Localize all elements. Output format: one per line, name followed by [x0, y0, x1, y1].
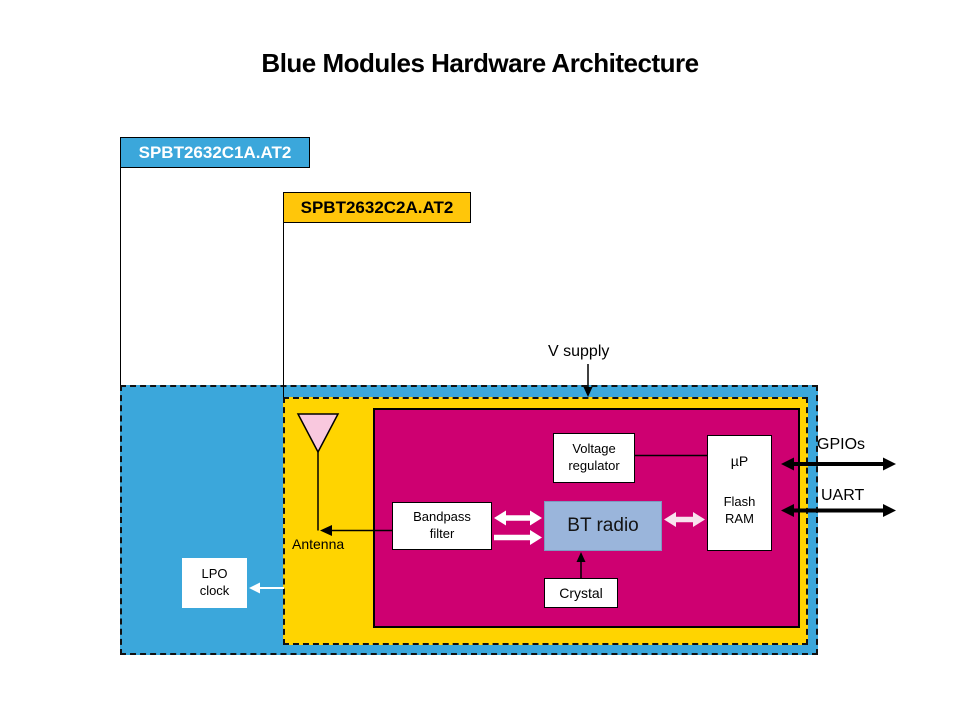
- bt-radio-block: BT radio: [544, 501, 662, 551]
- lpo-clock-text-line1: LPO: [201, 566, 228, 582]
- micro-up-text: µP: [730, 453, 749, 469]
- bt-radio-text: BT radio: [567, 514, 639, 536]
- diagram-title: Blue Modules Hardware Architecture: [261, 48, 699, 78]
- crystal-block: Crystal: [544, 578, 618, 608]
- crystal-text: Crystal: [559, 584, 603, 601]
- micro-flash-text: Flash: [723, 494, 756, 510]
- bandpass-filter-text-line1: Bandpass: [413, 509, 471, 525]
- lpo-clock-block: LPO clock: [182, 558, 247, 608]
- voltage-regulator-block: Voltage regulator: [553, 433, 635, 483]
- voltage-regulator-text-line1: Voltage: [572, 441, 616, 457]
- bandpass-filter-block: Bandpass filter: [392, 502, 492, 550]
- voltage-regulator-text-line2: regulator: [568, 458, 620, 473]
- inner-module-label: SPBT2632C2A.AT2: [283, 192, 471, 223]
- bandpass-filter-text-line2: filter: [429, 526, 455, 541]
- microprocessor-block: µP Flash RAM: [707, 435, 772, 551]
- uart-label: UART: [821, 487, 865, 504]
- inner-module-label-text: SPBT2632C2A.AT2: [300, 197, 454, 217]
- outer-module-label: SPBT2632C1A.AT2: [120, 137, 310, 168]
- micro-ram-text: RAM: [725, 511, 754, 527]
- outer-module-label-text: SPBT2632C1A.AT2: [138, 142, 292, 162]
- v-supply-label: V supply: [548, 343, 610, 360]
- gpios-label: GPIOs: [817, 436, 866, 453]
- lpo-clock-text-line2: clock: [199, 583, 230, 598]
- antenna-label: Antenna: [292, 536, 345, 552]
